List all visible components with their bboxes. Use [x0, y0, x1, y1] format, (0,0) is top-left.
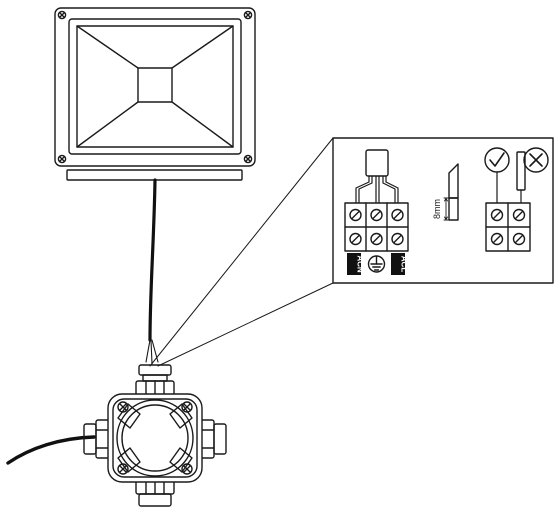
- terminal-label-neutral-text: ACN: [356, 255, 365, 273]
- terminal-label-live-text: ACL: [400, 256, 409, 273]
- terminal-label-neutral: ACN: [347, 253, 365, 275]
- cable-gland-bottom: [135, 477, 175, 507]
- detail-panel: ACN ACL 8mm: [332, 137, 554, 284]
- cable-gland-top: [135, 364, 175, 398]
- junction-box-screws: [117, 401, 193, 475]
- strip-length-detail: 8mm: [432, 163, 459, 221]
- earth-ground-icon: [367, 255, 386, 273]
- strip-length-label: 8mm: [432, 199, 442, 219]
- floodlight-screws: [57, 10, 253, 164]
- junction-box-lid-rim: [112, 398, 198, 478]
- terminal-wires: [355, 175, 399, 204]
- terminal-block-3way: [344, 202, 409, 252]
- junction-box-lid: [116, 399, 194, 477]
- junction-box-lid-inner: [121, 404, 189, 472]
- callout-lines: [149, 137, 334, 367]
- floodlight-icon: [54, 7, 256, 181]
- cable-gland-right: [199, 419, 227, 459]
- cable-gland-left: [83, 419, 111, 459]
- incorrect-wire: [516, 151, 526, 204]
- junction-box-body: [107, 393, 203, 483]
- floodlight-frame: [54, 7, 256, 167]
- cross-icon: [523, 147, 549, 173]
- terminal-block-2way: [485, 202, 531, 252]
- cable-sheath: [365, 149, 389, 177]
- floodlight-cable: [145, 178, 159, 365]
- supply-cable: [6, 435, 96, 465]
- floodlight-led: [137, 67, 173, 103]
- floodlight-bezel: [68, 18, 242, 155]
- floodlight-lens: [76, 25, 234, 148]
- junction-box-icon: [6, 364, 227, 507]
- terminal-label-live: ACL: [391, 253, 409, 275]
